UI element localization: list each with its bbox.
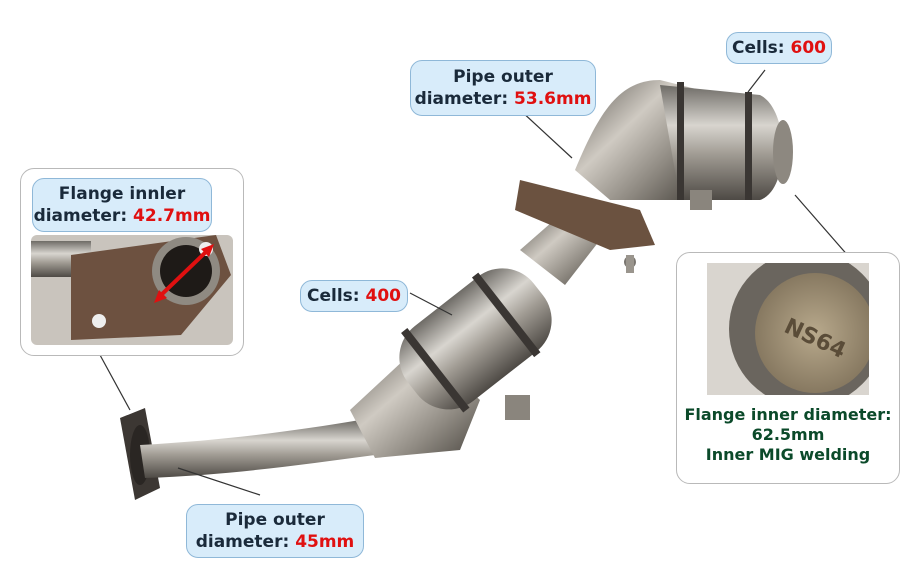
callout-cells-600: Cells: 600: [726, 32, 832, 64]
caption-line-2: 62.5mm: [751, 425, 825, 444]
flange-left-line2: diameter:: [33, 206, 128, 226]
pipe-bottom-line2: diameter:: [195, 532, 290, 552]
catalyst-400: [399, 268, 552, 413]
cells-600-value: 600: [790, 38, 827, 58]
callout-pipe-top: Pipe outer diameter: 53.6mm: [410, 60, 596, 116]
callout-flange-left: Flange innler diameter: 42.7mm: [32, 178, 212, 232]
mid-flange: [515, 180, 655, 273]
flange-closeup-photo: [31, 235, 233, 345]
cells-400-value: 400: [365, 286, 402, 306]
catalyst-600: [575, 80, 793, 200]
flange-inner-inset: NS64 Flange inner diameter: 62.5mm Inner…: [676, 252, 900, 484]
pipe-top-line1: Pipe outer: [453, 67, 553, 87]
flange-left-line1: Flange innler: [58, 184, 186, 204]
pipe-top-line2: diameter:: [414, 89, 509, 109]
caption-line-1: Flange inner diameter:: [684, 405, 892, 424]
pipe-bottom-line1: Pipe outer: [225, 510, 325, 530]
flange-inner-caption: Flange inner diameter: 62.5mm Inner MIG …: [677, 405, 899, 465]
cells-400-label: Cells:: [307, 286, 360, 306]
callout-cells-400: Cells: 400: [300, 280, 408, 312]
pipe-bottom-value: 45mm: [295, 532, 355, 552]
pipe-top-value: 53.6mm: [514, 89, 592, 109]
inlet-pipe: [140, 420, 375, 478]
callout-pipe-bottom: Pipe outer diameter: 45mm: [186, 504, 364, 558]
leader-lines: [99, 69, 851, 496]
caption-line-3: Inner MIG welding: [705, 445, 871, 464]
flange-inner-closeup-photo: NS64: [707, 263, 869, 395]
flange-left-value: 42.7mm: [133, 206, 211, 226]
cells-600-label: Cells:: [732, 38, 785, 58]
